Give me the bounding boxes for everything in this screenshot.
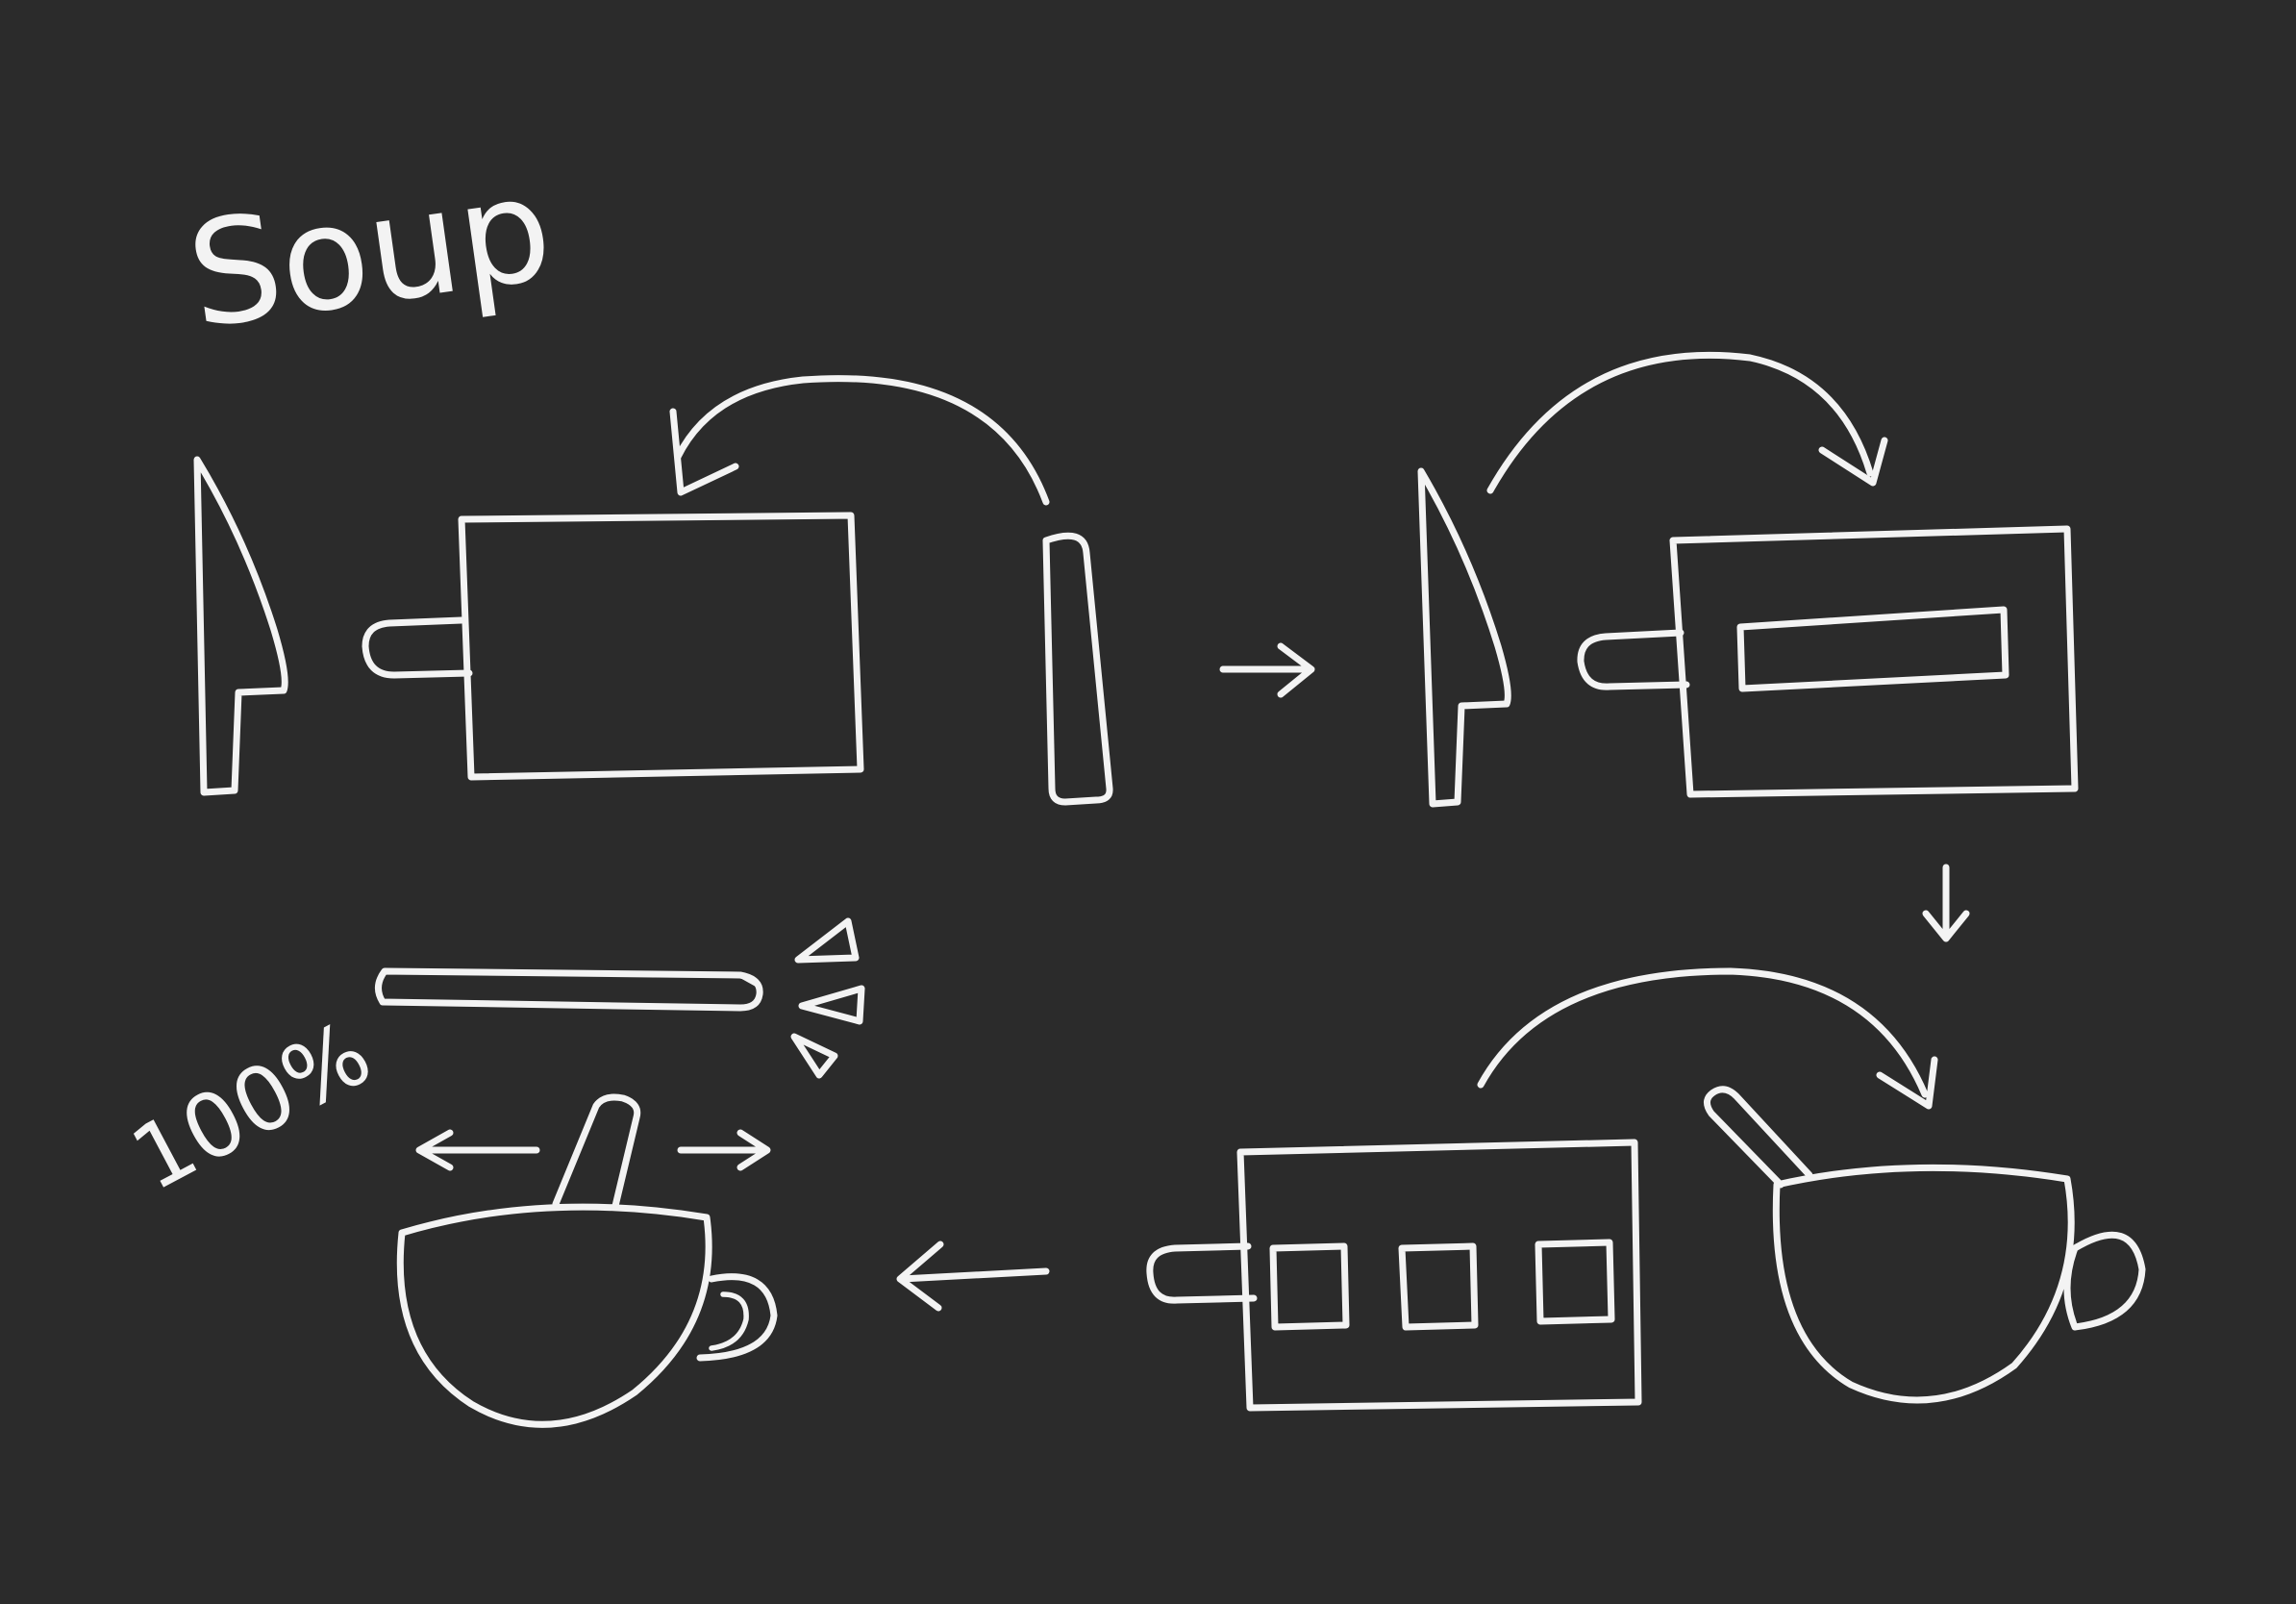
step4-group: 100%: [115, 917, 865, 1428]
sliced-carrot-icon: [1736, 606, 2009, 692]
arrow-left-1: [896, 1241, 1050, 1312]
blender-stick-icon: [375, 967, 763, 1012]
pot-bowl-icon: [1772, 1164, 2075, 1404]
knife-icon-2: [1417, 467, 1511, 808]
curved-arrow-head-2: [1818, 437, 1888, 487]
burst-mark-2: [798, 985, 865, 1025]
burst-mark-1: [794, 917, 860, 964]
diagram-title: Soup: [179, 145, 562, 362]
curved-arrow-carrot-to-board: [674, 375, 1050, 506]
curved-arrow-head: [669, 408, 739, 496]
arrow-right-1: [1219, 642, 1315, 698]
stir-arrow-right-head: [736, 1129, 771, 1171]
cutting-board-handle-2: [1577, 629, 1690, 690]
curved-arrow-board-to-pot: [1477, 967, 1929, 1098]
diced-piece-2: [1398, 1242, 1479, 1331]
step2-group: [1417, 351, 2079, 808]
soup-cup-icon: [396, 1203, 712, 1428]
soup-cup-handle-inner: [709, 1291, 749, 1351]
soup-cup-handle-icon: [696, 1273, 778, 1362]
curved-arrow-knife-to-board: [1486, 351, 1874, 494]
spoon-handle-icon: [552, 1093, 641, 1210]
cutting-board-icon-3: [1236, 1139, 1642, 1412]
percent-label: 100%: [115, 1001, 387, 1211]
curved-arrow-head-3: [1876, 1056, 1938, 1110]
pot-handle-icon: [2063, 1231, 2146, 1331]
cutting-board-icon-2: [1669, 525, 2079, 798]
step1-group: [193, 375, 1113, 806]
step3-group: [1146, 967, 2146, 1412]
cutting-board-handle: [362, 616, 473, 679]
blender-tip: [737, 972, 761, 988]
stir-arrow-left-head: [415, 1129, 454, 1171]
cutting-board-icon: [458, 512, 864, 781]
diced-piece-1: [1269, 1242, 1350, 1331]
diced-piece-3: [1535, 1239, 1615, 1325]
burst-mark-3: [790, 1033, 838, 1079]
ladle-handle-icon: [1704, 1086, 1813, 1189]
knife-icon: [193, 456, 288, 796]
arrow-down-1: [1922, 864, 1970, 942]
cutting-board-handle-3: [1146, 1242, 1258, 1304]
carrot-icon: [1042, 532, 1113, 806]
